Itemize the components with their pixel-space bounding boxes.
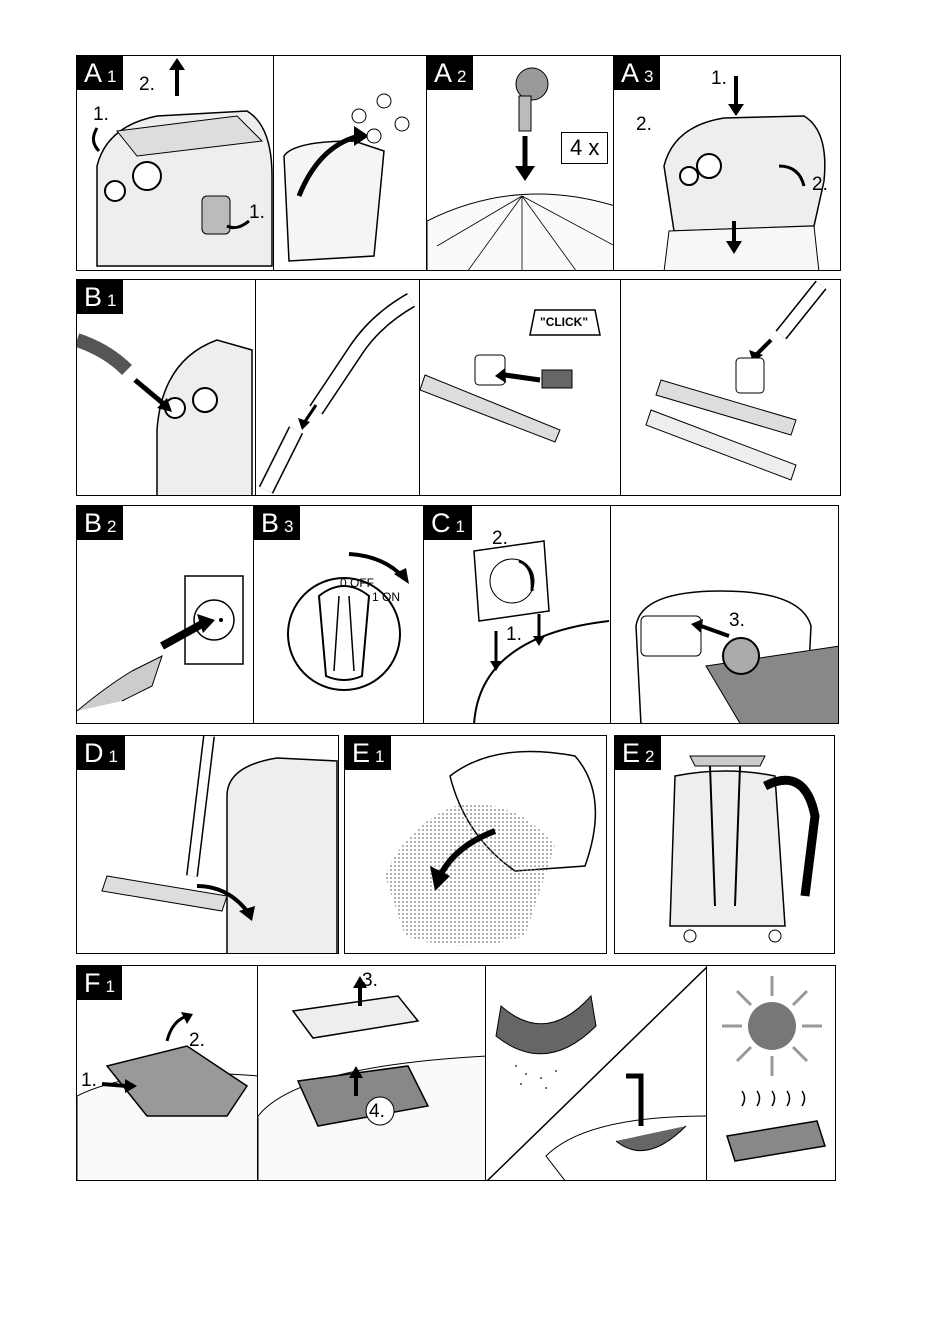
- hose-connect-illustration: [77, 280, 256, 496]
- panel-f1d: [706, 965, 836, 1181]
- step-1-label: 1.: [711, 68, 727, 90]
- step-1b-label: 1.: [249, 202, 265, 224]
- floor-nozzle-insert-illustration: [621, 280, 841, 496]
- step-2-label: 2.: [492, 528, 508, 550]
- empty-container-illustration: [345, 736, 607, 954]
- filter-remove-illustration: [258, 966, 486, 1181]
- sun-icon: [707, 966, 836, 1181]
- panel-b1d: [620, 279, 841, 496]
- filter-clean-illustration: [486, 966, 707, 1181]
- step-1-label: 1.: [506, 624, 522, 646]
- filter-lid-open-illustration: [77, 966, 258, 1181]
- on-label: 1 ON: [372, 590, 400, 604]
- caster-icon: [274, 56, 427, 271]
- vacuum-lid-illustration: [77, 56, 274, 271]
- quantity-badge: 4 x: [561, 132, 608, 164]
- vacuum-stored-illustration: [615, 736, 835, 954]
- step-2-label: 2.: [189, 1030, 205, 1052]
- panel-f1b: 3. 4.: [257, 965, 486, 1181]
- floor-nozzle-click-illustration: [420, 280, 621, 496]
- panel-a1b: [273, 55, 427, 271]
- panel-c1b: 3.: [610, 505, 839, 724]
- step-1-label: 1.: [93, 104, 109, 126]
- step-2-label: 2.: [139, 74, 155, 96]
- step-2-label: 2.: [636, 114, 652, 136]
- step-4-label: 4.: [369, 1101, 385, 1123]
- filter-bag-insert-illustration: [611, 506, 839, 724]
- panel-b1b: [255, 279, 420, 496]
- click-label: "CLICK": [540, 315, 588, 329]
- switch-dial-icon: [254, 506, 424, 724]
- tube-connect-illustration: [256, 280, 420, 496]
- vacuum-assembly-illustration: [614, 56, 841, 271]
- step-3-label: 3.: [729, 610, 745, 632]
- panel-f1c: [485, 965, 707, 1181]
- step-3-label: 3.: [362, 970, 378, 992]
- filter-holder-illustration: [424, 506, 611, 724]
- filter-icon: [727, 1121, 825, 1161]
- off-label: 0 OFF: [340, 576, 374, 590]
- step-2b-label: 2.: [812, 174, 828, 196]
- nozzle-storage-illustration: [77, 736, 339, 954]
- panel-b1c: "CLICK": [419, 279, 621, 496]
- plug-icon: [77, 656, 162, 711]
- step-1-label: 1.: [81, 1070, 97, 1092]
- plug-socket-illustration: [77, 506, 254, 724]
